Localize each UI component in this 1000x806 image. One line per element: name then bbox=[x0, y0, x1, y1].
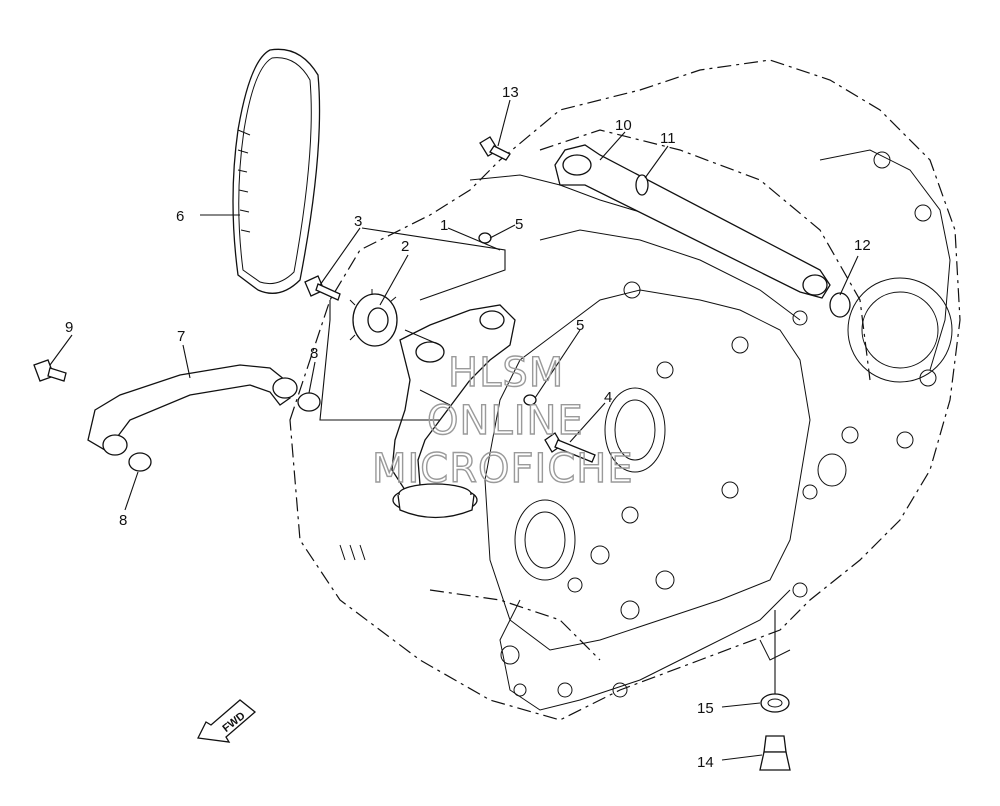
callout-5b: 5 bbox=[576, 317, 584, 334]
bolt-13 bbox=[479, 136, 511, 161]
callout-15: 15 bbox=[697, 700, 714, 717]
watermark-line-1: HLSM bbox=[448, 350, 564, 396]
bolt-9 bbox=[33, 359, 67, 382]
callout-12: 12 bbox=[854, 237, 871, 254]
clip bbox=[635, 174, 649, 196]
callout-8a: 8 bbox=[310, 345, 318, 362]
stud-bolt bbox=[554, 144, 831, 299]
dowel-pins bbox=[478, 232, 537, 406]
callout-11: 11 bbox=[660, 130, 676, 147]
callout-7: 7 bbox=[177, 328, 185, 345]
oil-delivery-pipe bbox=[87, 364, 298, 456]
callout-13: 13 bbox=[502, 84, 519, 101]
leader-lines bbox=[49, 99, 859, 761]
callout-14: 14 bbox=[697, 754, 714, 771]
bolt-3 bbox=[304, 275, 341, 301]
callout-1: 1 bbox=[440, 217, 448, 234]
bolt-4 bbox=[544, 432, 596, 463]
callout-4: 4 bbox=[604, 389, 612, 406]
oil-pump-gear bbox=[349, 289, 398, 347]
watermark-line-2: ONLINE bbox=[427, 398, 584, 444]
drain-bolt bbox=[759, 735, 791, 771]
callout-3: 3 bbox=[354, 213, 362, 230]
watermark: HLSM ONLINE MICROFICHE bbox=[371, 349, 634, 492]
callout-5a: 5 bbox=[515, 216, 523, 233]
gasket-ring bbox=[829, 292, 851, 318]
callout-6: 6 bbox=[176, 208, 184, 225]
watermark-line-3: MICROFICHE bbox=[372, 446, 634, 492]
cam-chain bbox=[232, 48, 321, 294]
callout-numbers: 1 2 3 4 5 5 6 7 8 8 9 10 11 12 13 14 15 bbox=[65, 84, 871, 771]
callout-10: 10 bbox=[615, 117, 632, 134]
callout-8b: 8 bbox=[119, 512, 127, 529]
drain-washer bbox=[760, 693, 790, 713]
o-rings bbox=[128, 392, 321, 472]
forward-arrow-icon: FWD bbox=[197, 699, 257, 743]
callout-9: 9 bbox=[65, 319, 73, 336]
crankcase-body bbox=[339, 149, 953, 711]
crankcase-outline bbox=[289, 59, 961, 721]
callout-2: 2 bbox=[401, 238, 409, 255]
